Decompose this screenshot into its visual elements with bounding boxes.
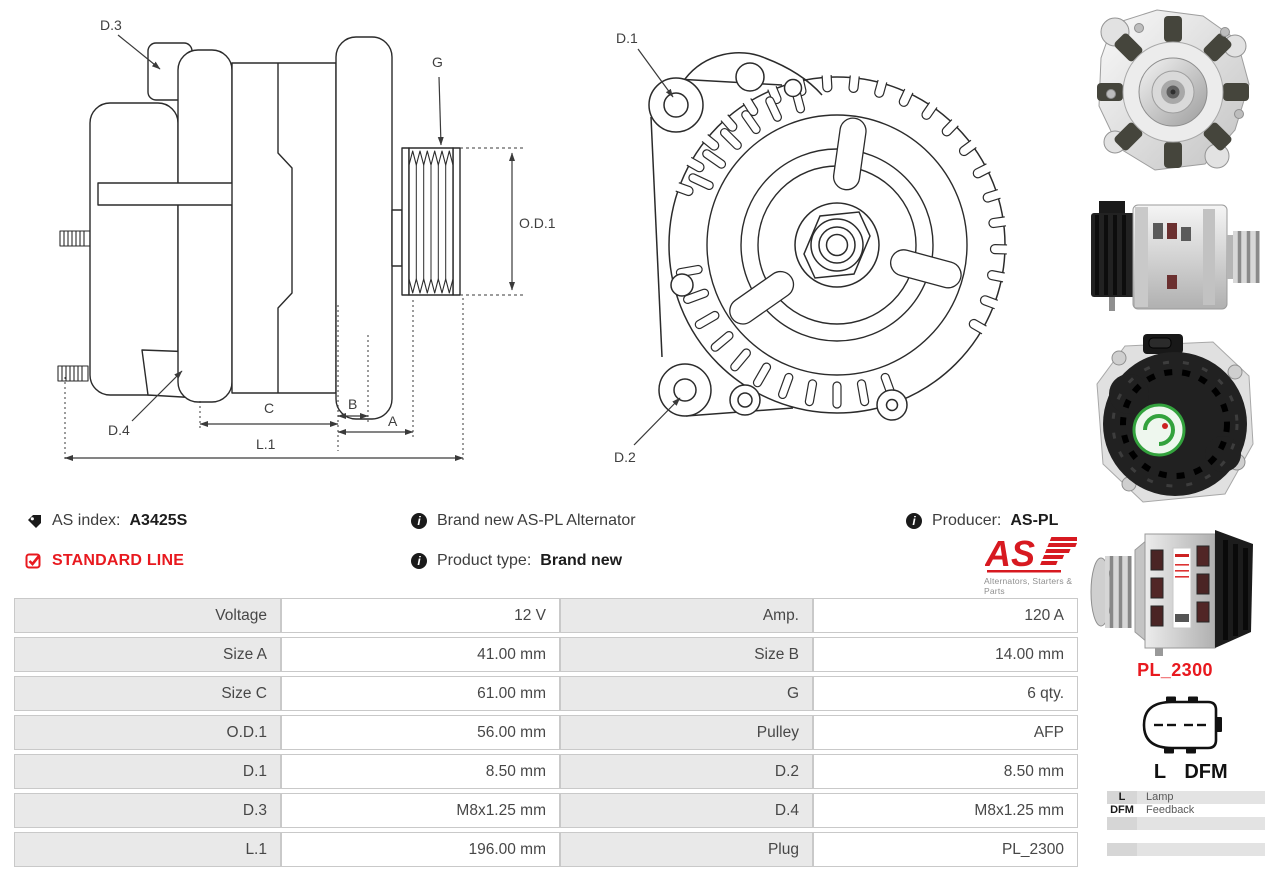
standard-line-label: STANDARD LINE (52, 552, 185, 569)
front-view-drawing: D.1 D.2 (614, 30, 1008, 465)
tag-icon (28, 515, 41, 528)
spec-value: 6 qty. (813, 676, 1078, 711)
plug-connector-drawing: L DFM (1142, 696, 1228, 783)
label-g: G (432, 54, 443, 70)
spec-label: L.1 (14, 832, 281, 867)
label-od1: O.D.1 (519, 215, 556, 231)
label-l1: L.1 (256, 436, 276, 452)
product-type-label: Product type: (437, 552, 532, 569)
standard-line-row: STANDARD LINE (25, 550, 184, 572)
spec-label: Plug (560, 832, 813, 867)
legend-value: Lamp (1137, 791, 1265, 804)
product-photo-side[interactable] (1085, 183, 1265, 330)
spec-label: Size B (560, 637, 813, 672)
label-d4: D.4 (108, 422, 130, 438)
label-d3: D.3 (100, 17, 122, 33)
plug-name: PL_2300 (1137, 660, 1213, 680)
as-index-row: AS index: A3425S (25, 510, 187, 532)
legend-spacer (1137, 830, 1265, 843)
spec-label: Amp. (560, 598, 813, 633)
brand-new-row: i Brand new AS-PL Alternator (410, 510, 636, 532)
spec-label: O.D.1 (14, 715, 281, 750)
as-pl-logo-text: AS (985, 533, 1035, 574)
legend-empty-cell (1107, 817, 1137, 830)
product-type-row: i Product type: Brand new (410, 550, 622, 572)
spec-value: PL_2300 (813, 832, 1078, 867)
spec-label: D.3 (14, 793, 281, 828)
product-photo-rear[interactable] (1085, 332, 1265, 514)
label-b: B (348, 396, 357, 412)
product-photo-angled[interactable] (1085, 516, 1265, 658)
producer-value: AS-PL (1010, 512, 1059, 529)
spec-table: Voltage 12 V Amp. 120 A Size A 41.00 mm … (14, 598, 1078, 867)
legend-empty-cell (1107, 843, 1137, 856)
svg-text:i: i (417, 514, 421, 528)
spec-label: D.1 (14, 754, 281, 789)
spec-value: 8.50 mm (281, 754, 560, 789)
info-icon: i (411, 513, 427, 529)
label-a: A (388, 413, 398, 429)
label-d2: D.2 (614, 449, 636, 465)
producer-label: Producer: (932, 512, 1002, 529)
as-pl-logo-tagline: Alternators, Starters & Parts (984, 576, 1073, 596)
spec-value: AFP (813, 715, 1078, 750)
legend-key: DFM (1110, 804, 1134, 816)
spec-label: D.4 (560, 793, 813, 828)
spec-value: 41.00 mm (281, 637, 560, 672)
spec-label: Size A (14, 637, 281, 672)
legend-empty-cell (1137, 843, 1265, 856)
spec-label: D.2 (560, 754, 813, 789)
spec-value: M8x1.25 mm (813, 793, 1078, 828)
spec-value: M8x1.25 mm (281, 793, 560, 828)
plug-legend: L Lamp DFM Feedback (1107, 791, 1265, 856)
spec-label: Size C (14, 676, 281, 711)
plug-pin-l-label: L (1154, 761, 1166, 783)
spec-value: 196.00 mm (281, 832, 560, 867)
legend-spacer (1107, 830, 1137, 843)
legend-empty-cell (1137, 817, 1265, 830)
spec-label: G (560, 676, 813, 711)
as-index-label: AS index: (52, 512, 121, 529)
product-photo-front[interactable] (1085, 2, 1265, 183)
plug-pin-dfm-label: DFM (1184, 761, 1227, 783)
as-index-value: A3425S (129, 512, 188, 529)
label-d1: D.1 (616, 30, 638, 46)
product-type-value: Brand new (540, 552, 623, 569)
checkbox-checked-icon (25, 553, 41, 569)
spec-label: Pulley (560, 715, 813, 750)
spec-value: 61.00 mm (281, 676, 560, 711)
producer-row: i Producer: AS-PL (905, 510, 1058, 532)
svg-text:i: i (417, 554, 421, 568)
spec-value: 14.00 mm (813, 637, 1078, 672)
spec-value: 12 V (281, 598, 560, 633)
label-c: C (264, 400, 274, 416)
info-icon: i (411, 553, 427, 569)
svg-text:i: i (912, 514, 916, 528)
legend-key: L (1107, 791, 1137, 804)
spec-value: 120 A (813, 598, 1078, 633)
spec-label: Voltage (14, 598, 281, 633)
spec-value: 56.00 mm (281, 715, 560, 750)
as-pl-logo: AS (985, 533, 1077, 574)
brand-new-text: Brand new AS-PL Alternator (437, 512, 636, 529)
info-icon: i (906, 513, 922, 529)
side-view-drawing: D.3 G O.D.1 D.4 C B A L.1 (57, 17, 556, 462)
legend-value: Feedback (1146, 804, 1195, 816)
spec-value: 8.50 mm (813, 754, 1078, 789)
